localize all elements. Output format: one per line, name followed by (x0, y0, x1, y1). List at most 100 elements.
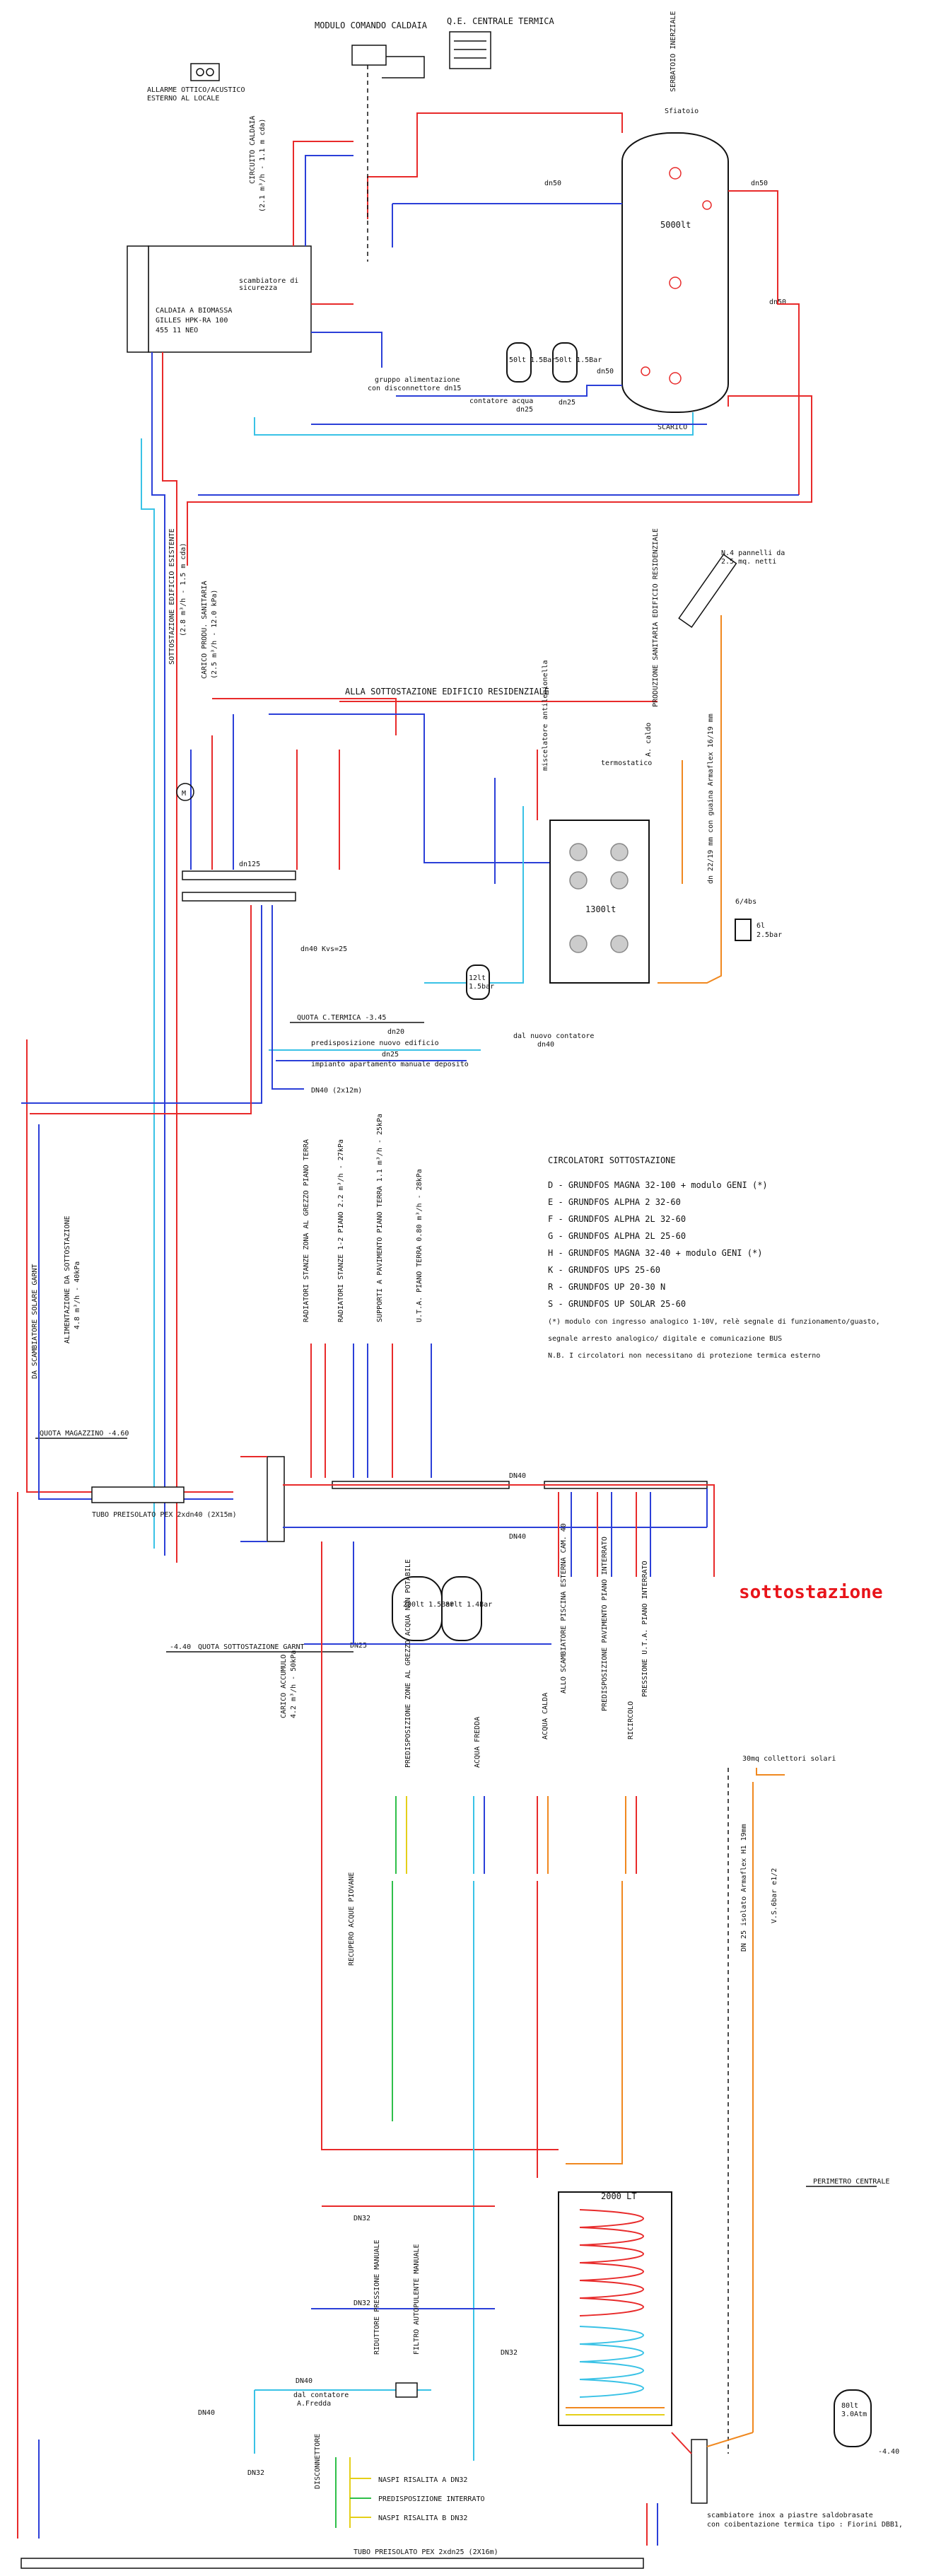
user-3: SUPPORTI A PAVIMENTO PIANO TERRA 1.1 m³/… (376, 1114, 384, 1322)
rainwater-label: RECUPERO ACQUE PIOVANE (348, 1872, 356, 1966)
disconnector-label: DISCONNETTORE (314, 2434, 322, 2489)
circulator-e: E - GRUNDFOS ALPHA 2 32-60 (548, 1197, 681, 1207)
storage-load-label-2: 4.2 m³/h - 50kPa (290, 1650, 298, 1718)
vessel-200-label: 200lt 1.5Bar (403, 1601, 454, 1609)
dhw-load-label-1: CARICO PRODU. SANITARIA (201, 581, 209, 679)
circulator-f: F - GRUNDFOS ALPHA 2L 32-60 (548, 1214, 686, 1224)
solar-pipe-label: dn 22/19 mm con guaina Armaflex 16/19 mm (707, 713, 715, 884)
dn-lower-5: DN32 (354, 2300, 370, 2307)
vessel-80-label: 80lt 1.4Bar (445, 1601, 492, 1609)
circulator-s: S - GRUNDFOS UP SOLAR 25-60 (548, 1299, 686, 1309)
boiler-circuit-label-2: (2.1 m³/h - 1.1 m cda) (259, 119, 267, 212)
dn-mid-2: dn40 (300, 945, 317, 953)
solar-panel-label-1: N.4 pannelli da (721, 549, 785, 557)
svg-text:M: M (182, 790, 186, 798)
storage-tank-label: 2000 LT (601, 2191, 637, 2201)
solar-panel-label-2: 2.5 mq. netti (721, 558, 776, 566)
dn-lower-6: DN32 (501, 2349, 518, 2357)
alarm-label-1: ALLARME OTTICO/ACUSTICO (147, 86, 245, 94)
boiler-label-1: CALDAIA A BIOMASSA (156, 307, 232, 315)
to-residential-substation: ALLA SOTTOSTAZIONE EDIFICIO RESIDENZIALE (345, 687, 549, 697)
central-panel-box (449, 31, 491, 69)
solar-exchanger-label: DA SCAMBIATORE SOLARE GARNT (31, 1264, 39, 1379)
central-panel-label: Q.E. CENTRALE TERMICA (447, 16, 554, 26)
pressure-reducer-label: RIDUTTORE PRESSIONE MANUALE (373, 2239, 381, 2355)
buffer-tank-label: SERBATOIO INERZIALE (670, 11, 677, 92)
circulator-k: K - GRUNDFOS UPS 25-60 (548, 1265, 660, 1275)
warehouse-level: QUOTA MAGAZZINO -4.60 (40, 1430, 129, 1438)
vs-label: V.S.6bar e1/2 (771, 1868, 778, 1923)
control-module-box (351, 45, 387, 66)
mixer-label: miscelatore antilegionella (542, 660, 549, 771)
pex-pipe-2-label: TUBO PREISOLATO PEX 2xdn25 (2X16m) (354, 2548, 498, 2556)
inox-exchanger-label-1: scambiatore inox a piastre saldobrasate (707, 2512, 873, 2519)
dn-mid-10: dn40 (537, 1041, 554, 1049)
safety-exchanger-label-2: sicurezza (239, 284, 277, 292)
sub-vessel-label-1: 12lt (469, 974, 486, 982)
residential-dhw-label: PRODUZIONE SANITARIA EDIFICIO RESIDENZIA… (652, 528, 660, 707)
apartment-system-label: impianto apartamento manuale deposito (311, 1061, 469, 1068)
dn-lower-4: DN32 (354, 2215, 370, 2222)
dn-lower-1: DN40 (509, 1472, 526, 1480)
dn-lower-8: DN32 (247, 2469, 264, 2477)
vessel-200 (392, 1576, 443, 1641)
fill-group-label-1: gruppo alimentazione (375, 376, 460, 384)
circulator-g: G - GRUNDFOS ALPHA 2L 25-60 (548, 1231, 686, 1241)
new-building-label: predisposizione nuovo edificio (311, 1039, 439, 1047)
solar-panel (678, 554, 737, 628)
storage-tank-2000 (558, 2191, 672, 2426)
pex-pipe-1-label: TUBO PREISOLATO PEX 2xdn40 (2X15m) (92, 1511, 237, 1519)
dn-lower-9: DN40 (198, 2409, 215, 2417)
user-2: RADIATORI STANZE 1-2 PIANO 2.2 m³/h - 27… (337, 1139, 345, 1322)
plate-exchanger (267, 1456, 285, 1542)
dn-top-2: dn50 (751, 180, 768, 187)
supply-label-1: ALIMENTAZIONE DA SOTTOSTAZIONE (64, 1216, 71, 1344)
sanitary-3: ACQUA CALDA (542, 1693, 549, 1739)
solar-vessel-label-3: 2.5bar (756, 931, 782, 939)
from-meter-label-1: dal contatore (293, 2391, 349, 2399)
hot-water-label: A. caldo (645, 723, 653, 757)
biomass-boiler (148, 245, 312, 353)
riser-pipes (17, 352, 812, 2539)
dn-top-1: dn50 (544, 180, 561, 187)
boiler-label-2: GILLES HPK-RA 100 (156, 317, 228, 325)
dn-mid-1: dn125 (239, 861, 260, 868)
mid-manifold (182, 870, 296, 880)
alarm-icon (190, 63, 220, 81)
basement-prep: PREDISPOSIZIONE INTERRATO (378, 2495, 485, 2503)
lower-section: DA SCAMBIATORE SOLARE GARNT ALIMENTAZION… (21, 1114, 903, 2569)
storage-load-label-1: CARICO ACCUMULO (280, 1655, 288, 1718)
dn-lower-2: DN40 (509, 1533, 526, 1541)
solar-pipe-lower-label: DN 25 isolato Armaflex H1 19mm (740, 1824, 748, 1952)
vessel-80 (441, 1576, 482, 1641)
pex-pipe-1 (91, 1486, 185, 1503)
circulator-note-2: segnale arresto analogico/ digitale e co… (548, 1335, 782, 1343)
hose-riser-a: NASPI RISALITA A DN32 (378, 2476, 467, 2484)
thermal-level-label: QUOTA C.TERMICA -3.45 (297, 1014, 386, 1022)
sub-vessel-label-2: 1.5bar (469, 983, 494, 991)
buffer-tank (621, 132, 729, 413)
sub-vessel (466, 964, 490, 1000)
boiler-circuit-label-1: CIRCUITO CALDAIA (249, 116, 257, 184)
buffer-tank-capacity: 5000lt (660, 220, 691, 230)
vessel-80-right-label-2: 3.0Atm (841, 2411, 867, 2418)
sanitary-1: PREDISPOSIZIONE ZONE AL GREZZO ACQUA NON… (404, 1559, 412, 1768)
vessel-80-right-label-1: 80lt (841, 2402, 858, 2410)
drain-label: SCARICO (658, 424, 687, 431)
vessel-1-label: 50lt 1.5Bar (509, 356, 556, 364)
dn-top-6: dn25 (516, 406, 533, 414)
from-meter-label-2: A.Fredda (297, 2400, 331, 2408)
fill-group-label-2: con disconnettore dn15 (368, 385, 461, 392)
circulators-heading: CIRCOLATORI SOTTOSTAZIONE (548, 1155, 676, 1165)
solar-collectors-label: 30mq collettori solari (742, 1755, 836, 1763)
sanitary-2: ACQUA FREDDA (474, 1717, 481, 1768)
alarm-label-2: ESTERNO AL LOCALE (147, 95, 219, 103)
dn-mid-4: dn20 (387, 1028, 404, 1036)
filter-box (395, 2382, 418, 2398)
safety-exchanger-label-1: scambiatore di (239, 277, 298, 285)
sanitary-4: RICIRCOLO (627, 1701, 635, 1739)
perimeter-label: PERIMETRO CENTRALE (813, 2178, 889, 2186)
water-meter-label: contatore acqua (469, 397, 533, 405)
